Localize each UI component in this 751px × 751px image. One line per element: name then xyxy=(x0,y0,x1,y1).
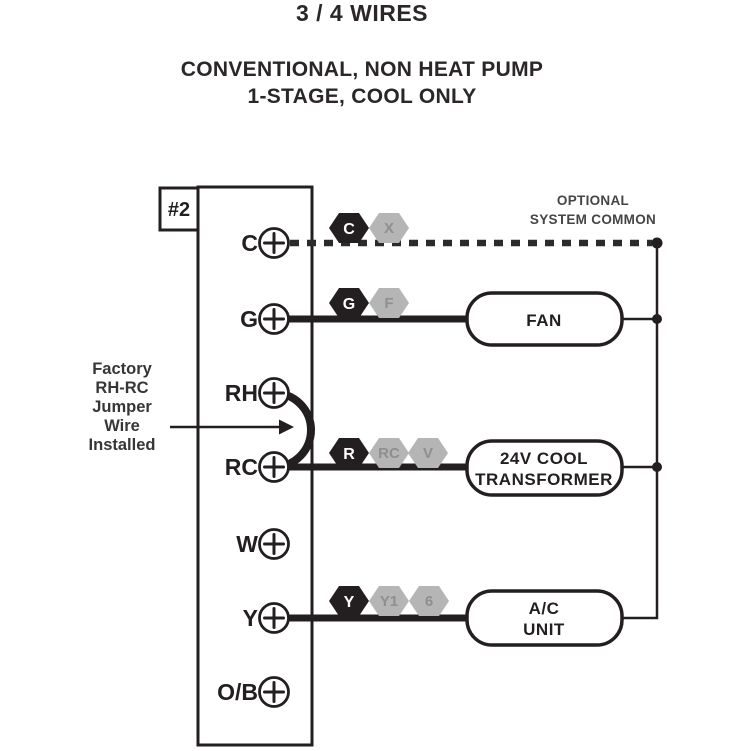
screw-terminal-w xyxy=(258,528,290,560)
jumper-note-line-3: Jumper xyxy=(92,398,152,416)
jumper-pointer-arrow xyxy=(170,419,294,435)
hex-tag-y xyxy=(329,586,369,616)
transformer-label-line-2: TRANSFORMER xyxy=(475,470,613,489)
terminal-label-g: G xyxy=(240,306,258,332)
screw-terminal-ob xyxy=(258,676,290,708)
junction-dot-transformer xyxy=(652,462,662,472)
terminal-label-rc: RC xyxy=(225,454,258,480)
transformer-box: 24V COOL TRANSFORMER xyxy=(465,439,624,497)
ac-unit-label-line-2: UNIT xyxy=(523,620,565,639)
terminal-row-rc: RC xyxy=(225,451,290,483)
hex-tag-6-label: 6 xyxy=(425,593,433,610)
hex-tag-c-label: C xyxy=(343,221,355,238)
screw-terminal-y xyxy=(258,602,290,634)
terminal-row-w: W xyxy=(236,528,290,560)
hex-tag-c xyxy=(329,213,369,243)
hex-tag-y1 xyxy=(369,586,409,616)
terminal-row-ob: O/B xyxy=(217,676,290,708)
wire-tag-row-y: Y Y1 6 xyxy=(329,586,449,616)
strip-tag-label: #2 xyxy=(168,199,190,221)
terminal-row-y: Y xyxy=(243,602,290,634)
hex-tag-v xyxy=(408,438,448,468)
jumper-note-line-5: Installed xyxy=(89,436,156,454)
hex-tag-rc-label: RC xyxy=(378,445,400,462)
optional-common-note: OPTIONAL SYSTEM COMMON xyxy=(530,193,656,227)
fan-label: FAN xyxy=(526,311,562,330)
hex-tag-x-label: X xyxy=(384,220,394,237)
terminal-label-y: Y xyxy=(243,605,258,631)
terminal-label-rh: RH xyxy=(225,380,258,406)
subtitle-line-1: CONVENTIONAL, NON HEAT PUMP xyxy=(181,58,543,81)
hex-tag-r-label: R xyxy=(343,446,355,463)
terminal-row-rh: RH xyxy=(225,377,290,409)
wire-tag-row-g: G F xyxy=(329,288,409,318)
screw-terminal-c xyxy=(258,227,290,259)
wire-tag-row-rc: R RC V xyxy=(329,438,448,468)
ac-unit-label-line-1: A/C xyxy=(529,599,560,618)
hex-tag-r xyxy=(329,438,369,468)
junction-dot-fan xyxy=(652,314,662,324)
fan-box: FAN xyxy=(465,291,624,347)
page-title: 3 / 4 WIRES xyxy=(296,0,428,26)
hex-tag-y-label: Y xyxy=(344,594,355,611)
hex-tag-f-label: F xyxy=(384,295,393,312)
subtitle-line-2: 1-STAGE, COOL ONLY xyxy=(247,85,476,108)
hex-tag-f xyxy=(369,288,409,318)
hex-tag-6 xyxy=(409,586,449,616)
terminal-label-ob: O/B xyxy=(217,679,258,705)
optional-common-line-2: SYSTEM COMMON xyxy=(530,212,656,227)
hex-tag-x xyxy=(369,213,409,243)
hex-tag-v-label: V xyxy=(423,445,433,462)
common-rail-line xyxy=(622,243,659,620)
transformer-label-line-1: 24V COOL xyxy=(500,449,588,468)
jumper-note: Factory RH-RC Jumper Wire Installed xyxy=(89,360,156,454)
ac-unit-box: A/C UNIT xyxy=(465,589,624,647)
terminal-label-c: C xyxy=(241,230,258,256)
terminal-row-c: C xyxy=(241,227,290,259)
screw-terminal-rc xyxy=(258,451,290,483)
jumper-note-line-1: Factory xyxy=(92,360,152,378)
hex-tag-rc xyxy=(369,438,409,468)
hex-tag-g xyxy=(329,288,369,318)
hex-tag-g-label: G xyxy=(343,296,355,313)
junction-dot-common xyxy=(651,237,663,249)
terminal-label-w: W xyxy=(236,531,258,557)
optional-common-line-1: OPTIONAL xyxy=(557,193,629,208)
screw-terminal-g xyxy=(258,303,290,335)
screw-terminal-rh xyxy=(258,377,290,409)
terminal-row-g: G xyxy=(240,303,290,335)
strip-tag-box xyxy=(158,186,200,232)
wire-tag-row-c: C X xyxy=(329,213,409,243)
jumper-note-line-4: Wire xyxy=(104,417,140,435)
jumper-note-line-2: RH-RC xyxy=(95,379,148,397)
hex-tag-y1-label: Y1 xyxy=(380,593,398,610)
